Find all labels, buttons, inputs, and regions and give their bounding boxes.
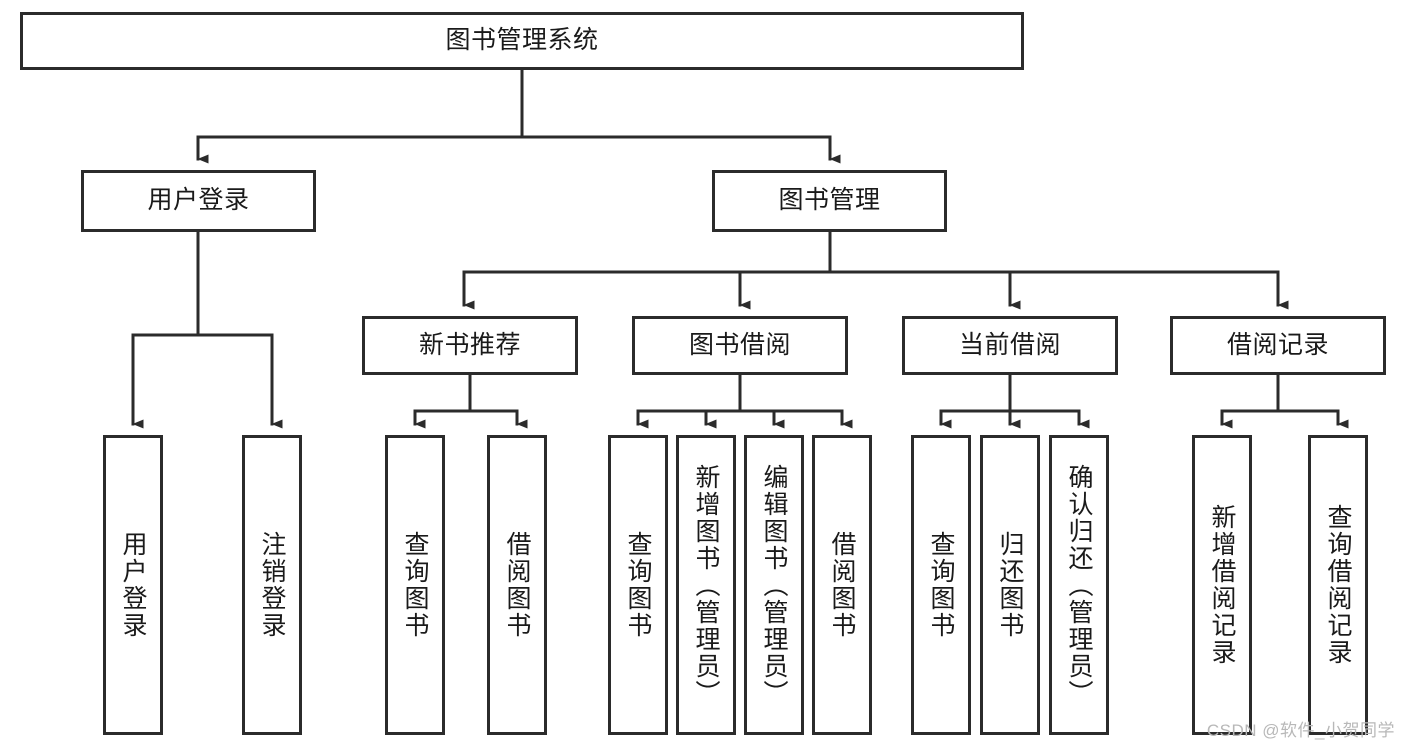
leaf-label: 新增图书（管理员） — [692, 463, 720, 707]
leaf-new-book-borrow[interactable]: 借阅图书 — [487, 435, 547, 735]
leaf-borrow-add-book-admin[interactable]: 新增图书（管理员） — [676, 435, 736, 735]
node-book-management[interactable]: 图书管理 — [712, 170, 947, 232]
node-borrow-record[interactable]: 借阅记录 — [1170, 316, 1386, 375]
leaf-new-book-query[interactable]: 查询图书 — [385, 435, 445, 735]
leaf-label: 查询图书 — [927, 531, 955, 639]
leaf-label: 查询借阅记录 — [1324, 504, 1352, 666]
leaf-borrow-borrow-book[interactable]: 借阅图书 — [812, 435, 872, 735]
leaf-label: 注销登录 — [258, 531, 286, 639]
leaf-label: 确认归还（管理员） — [1065, 463, 1093, 707]
leaf-label: 归还图书 — [996, 531, 1024, 639]
leaf-borrow-edit-book-admin[interactable]: 编辑图书（管理员） — [744, 435, 804, 735]
leaf-current-confirm-return-admin[interactable]: 确认归还（管理员） — [1049, 435, 1109, 735]
leaf-label: 新增借阅记录 — [1208, 504, 1236, 666]
leaf-label: 借阅图书 — [503, 531, 531, 639]
leaf-record-query-record[interactable]: 查询借阅记录 — [1308, 435, 1368, 735]
leaf-label: 编辑图书（管理员） — [760, 463, 788, 707]
node-user-login[interactable]: 用户登录 — [81, 170, 316, 232]
node-book-borrow[interactable]: 图书借阅 — [632, 316, 848, 375]
leaf-label: 查询图书 — [624, 531, 652, 639]
leaf-record-add-record[interactable]: 新增借阅记录 — [1192, 435, 1252, 735]
leaf-label: 用户登录 — [119, 531, 147, 639]
leaf-label: 借阅图书 — [828, 531, 856, 639]
node-new-book-recommend[interactable]: 新书推荐 — [362, 316, 578, 375]
leaf-user-login-signin[interactable]: 用户登录 — [103, 435, 163, 735]
leaf-user-login-signout[interactable]: 注销登录 — [242, 435, 302, 735]
node-root-system[interactable]: 图书管理系统 — [20, 12, 1024, 70]
leaf-borrow-query-book[interactable]: 查询图书 — [608, 435, 668, 735]
leaf-label: 查询图书 — [401, 531, 429, 639]
leaf-current-query-book[interactable]: 查询图书 — [911, 435, 971, 735]
node-current-borrow[interactable]: 当前借阅 — [902, 316, 1118, 375]
leaf-current-return-book[interactable]: 归还图书 — [980, 435, 1040, 735]
